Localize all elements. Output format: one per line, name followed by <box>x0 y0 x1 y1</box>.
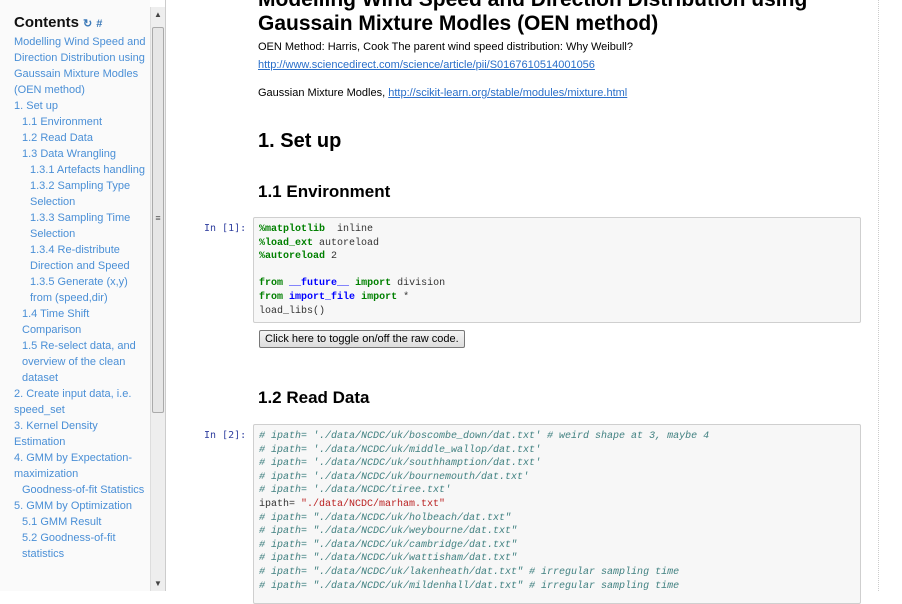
code-line: # ipath= "./data/NCDC/uk/lakenheath/dat.… <box>259 566 680 578</box>
heading-setup: 1. Set up <box>258 130 342 152</box>
toc-list: Modelling Wind Speed and Direction Distr… <box>14 34 150 562</box>
toc-item[interactable]: 1. Set up <box>14 100 59 112</box>
code-line: # ipath= "./data/NCDC/uk/holbeach/dat.tx… <box>259 512 512 524</box>
toc-item[interactable]: 1.3.5 Generate (x,y) from (speed,dir) <box>30 276 128 304</box>
code-line: # ipath= './data/NCDC/uk/boscombe_down/d… <box>259 431 710 442</box>
intro-text: OEN Method: Harris, Cook The parent wind… <box>258 41 633 99</box>
heading-read-data: 1.2 Read Data <box>258 388 370 407</box>
code-line: from __future__ import division <box>259 278 446 290</box>
cell2-prompt: In [2]: <box>204 430 247 441</box>
code-line: from import_file import * <box>259 291 410 303</box>
toc-item[interactable]: Goodness-of-fit Statistics <box>22 484 145 496</box>
code-line: # ipath= './data/NCDC/uk/bournemouth/dat… <box>259 471 530 483</box>
toc-item[interactable]: 1.1 Environment <box>22 116 103 128</box>
toc-title: Contents↻# <box>14 14 103 31</box>
toggle-code-button[interactable]: Click here to toggle on/off the raw code… <box>259 330 465 348</box>
code-cell-2[interactable]: # ipath= './data/NCDC/uk/boscombe_down/d… <box>253 424 861 604</box>
scrollbar-thumb[interactable]: ≡ <box>152 27 164 413</box>
toc-item[interactable]: 5.2 Goodness-of-fit statistics <box>22 532 116 560</box>
code-line: # ipath= "./data/NCDC/uk/cambridge/dat.t… <box>259 539 518 551</box>
toc-item[interactable]: 1.5 Re-select data, and overview of the … <box>22 340 136 384</box>
notebook-border <box>878 0 882 591</box>
code-line: %matplotlib inline <box>259 224 374 235</box>
heading-environment: 1.1 Environment <box>258 182 391 201</box>
toc-item[interactable]: 1.4 Time Shift Comparison <box>22 308 90 336</box>
code-line: # ipath= './data/NCDC/tiree.txt' <box>259 485 452 497</box>
cell1-prompt: In [1]: <box>204 223 247 234</box>
toc-item[interactable]: 1.3.4 Re-distribute Direction and Speed <box>30 244 130 272</box>
scroll-up-icon[interactable]: ▲ <box>154 10 162 19</box>
anchor-icon[interactable]: # <box>96 18 103 30</box>
toc-item[interactable]: 3. Kernel Density Estimation <box>14 420 98 448</box>
code-line: # ipath= "./data/NCDC/uk/mildenhall/dat.… <box>259 580 680 592</box>
toc-item[interactable]: 2. Create input data, i.e. speed_set <box>14 388 132 416</box>
panel-divider[interactable] <box>165 0 166 591</box>
toc-item[interactable]: Modelling Wind Speed and Direction Distr… <box>14 36 146 96</box>
code-line: # ipath= "./data/NCDC/uk/weybourne/dat.t… <box>259 526 518 538</box>
refresh-icon[interactable]: ↻ <box>83 18 93 30</box>
toc-item[interactable]: 1.3 Data Wrangling <box>22 148 116 160</box>
toc-scrollbar[interactable]: ▲ ≡ ▼ <box>150 7 165 591</box>
toc-panel: Contents↻# Modelling Wind Speed and Dire… <box>0 0 150 591</box>
code-line: load_libs() <box>259 305 326 317</box>
title-cell: Modelling Wind Speed and Direction Distr… <box>258 0 858 36</box>
code-cell-1[interactable]: %matplotlib inline %load_ext autoreload %a… <box>253 217 861 323</box>
toc-item[interactable]: 1.3.1 Artefacts handling <box>30 164 145 176</box>
toc-item[interactable]: 1.3.3 Sampling Time Selection <box>30 212 131 240</box>
page-title: Modelling Wind Speed and Direction Distr… <box>258 0 807 35</box>
code-line: %autoreload 2 <box>259 251 338 263</box>
code-line: # ipath= "./data/NCDC/uk/wattisham/dat.t… <box>259 553 518 565</box>
scikit-learn-link[interactable]: http://scikit-learn.org/stable/modules/m… <box>388 87 628 99</box>
scroll-down-icon[interactable]: ▼ <box>154 579 162 588</box>
code-line: ipath= "./data/NCDC/marham.txt" <box>259 498 446 510</box>
toc-item[interactable]: 1.3.2 Sampling Type Selection <box>30 180 131 208</box>
notebook: Modelling Wind Speed and Direction Distr… <box>166 0 878 604</box>
sciencedirect-link[interactable]: http://www.sciencedirect.com/science/art… <box>258 59 595 71</box>
toc-item[interactable]: 5. GMM by Optimization <box>14 500 132 512</box>
code-line: %load_ext autoreload <box>259 237 380 249</box>
code-line: # ipath= './data/NCDC/uk/middle_wallop/d… <box>259 444 542 456</box>
code-line <box>259 264 855 278</box>
toc-item[interactable]: 5.1 GMM Result <box>22 516 102 528</box>
toc-item[interactable]: 1.2 Read Data <box>22 132 93 144</box>
toc-item[interactable]: 4. GMM by Expectation-maximization <box>14 452 132 480</box>
code-line: # ipath= './data/NCDC/uk/southhamption/d… <box>259 458 542 470</box>
